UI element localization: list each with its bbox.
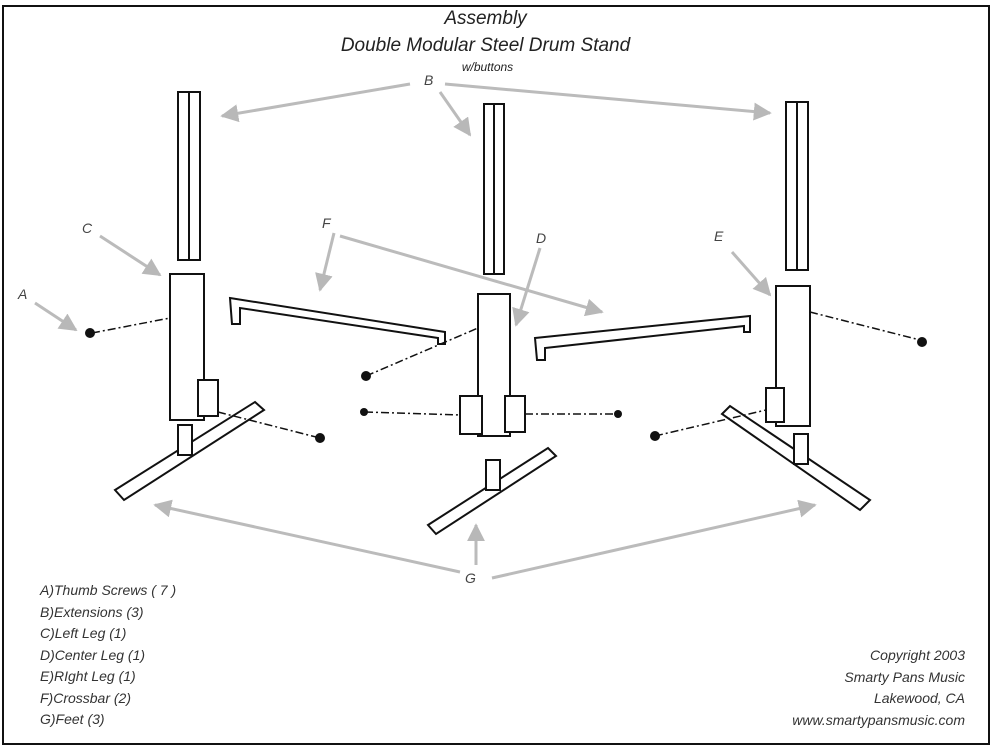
thumb-screw bbox=[361, 371, 371, 381]
arrow-a bbox=[34, 301, 78, 332]
arrow-f-right bbox=[339, 234, 604, 317]
thumb-screw bbox=[360, 408, 368, 416]
right-leg bbox=[775, 285, 811, 427]
center-leg-box-right bbox=[504, 395, 526, 433]
label-e: E bbox=[714, 228, 724, 244]
arrow-b-center bbox=[438, 91, 472, 137]
thumb-screw bbox=[917, 337, 927, 347]
guide-center-screw bbox=[365, 327, 479, 377]
guide-right bbox=[654, 409, 767, 437]
label-c: C bbox=[82, 220, 93, 236]
foot-left-post bbox=[177, 424, 193, 456]
thumb-screw bbox=[614, 410, 622, 418]
legend-item: C)Left Leg (1) bbox=[40, 625, 127, 641]
legend-item: E)RIght Leg (1) bbox=[40, 668, 136, 684]
legend-item: B)Extensions (3) bbox=[40, 603, 144, 620]
foot-center-post bbox=[485, 459, 501, 491]
thumb-screw bbox=[85, 328, 95, 338]
legend-item: F)Crossbar (2) bbox=[40, 689, 132, 706]
legend-item: G)Feet (3) bbox=[40, 711, 105, 727]
guide-left-foot bbox=[217, 411, 321, 439]
arrow-b-left bbox=[220, 82, 411, 123]
arrow-f-left bbox=[315, 232, 336, 292]
center-leg bbox=[477, 293, 511, 437]
arrow-g-right bbox=[491, 499, 817, 580]
guide-center-left bbox=[364, 411, 461, 416]
guide-a bbox=[91, 317, 171, 334]
arrow-d bbox=[512, 247, 542, 327]
parts-legend: A)Thumb Screws ( 7 ) B)Extensions (3) C)… bbox=[40, 580, 176, 731]
diagram-subtitle-note: w/buttons bbox=[461, 60, 514, 74]
foot-right-post bbox=[793, 433, 809, 465]
legend-item: D)Center Leg (1) bbox=[40, 646, 146, 663]
center-leg-box-left bbox=[459, 395, 483, 435]
arrow-g-left bbox=[153, 499, 461, 574]
arrow-e bbox=[730, 251, 772, 297]
label-f: F bbox=[322, 215, 331, 231]
right-leg-button-box bbox=[765, 387, 785, 423]
company-name: Smarty Pans Music bbox=[844, 668, 965, 685]
left-leg-button-box bbox=[197, 379, 219, 417]
crossbar-right bbox=[533, 314, 751, 361]
company-website: www.smartypansmusic.com bbox=[792, 711, 965, 728]
crossbar-left bbox=[228, 296, 446, 345]
diagram-frame bbox=[2, 5, 990, 745]
label-d: D bbox=[536, 230, 547, 246]
label-g: G bbox=[465, 570, 476, 586]
arrow-c bbox=[99, 234, 162, 277]
copyright-block: Copyright 2003 Smarty Pans Music Lakewoo… bbox=[792, 645, 965, 731]
legend-item: A)Thumb Screws ( 7 ) bbox=[40, 582, 177, 598]
label-a: A bbox=[18, 286, 28, 302]
diagram-title: Assembly bbox=[444, 8, 527, 29]
arrow-b-right bbox=[444, 82, 772, 121]
guide-right-top bbox=[809, 311, 921, 341]
company-location: Lakewood, CA bbox=[873, 690, 965, 706]
copyright-line: Copyright 2003 bbox=[870, 647, 965, 663]
label-b: B bbox=[424, 72, 434, 88]
diagram-subtitle: Double Modular Steel Drum Stand bbox=[340, 35, 631, 56]
thumb-screw bbox=[315, 433, 325, 443]
thumb-screw bbox=[650, 431, 660, 441]
